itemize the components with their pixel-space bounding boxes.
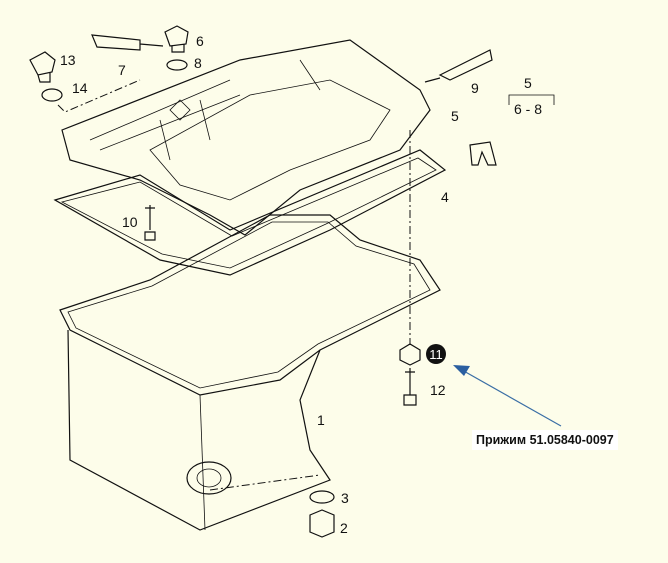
callout-2: 2 xyxy=(340,520,348,536)
callout-3: 3 xyxy=(341,490,349,506)
gasket xyxy=(53,149,447,276)
callout-5-range: 6 - 8 xyxy=(514,101,542,117)
plug-6 xyxy=(164,25,189,53)
callout-7: 7 xyxy=(118,62,126,78)
washer-8 xyxy=(166,59,188,71)
bolt-10 xyxy=(144,205,156,241)
callout-8: 8 xyxy=(194,55,202,71)
lower-oil-pan xyxy=(59,214,441,531)
sealant-tube-9 xyxy=(424,49,493,83)
clamp-11 xyxy=(399,343,421,366)
callout-5: 5 xyxy=(451,108,459,124)
callout-12: 12 xyxy=(430,382,446,398)
callout-10: 10 xyxy=(122,214,138,230)
drain-plug-2 xyxy=(309,509,335,538)
callout-11: 11 xyxy=(429,347,443,362)
washer-14 xyxy=(41,88,63,102)
sealant-tube-7 xyxy=(91,34,164,51)
range-bracket xyxy=(508,94,555,105)
callout-9: 9 xyxy=(471,80,479,96)
plug-13 xyxy=(29,51,56,83)
bolt-12 xyxy=(403,368,417,406)
upper-oil-pan-frame xyxy=(61,39,431,236)
callout-14: 14 xyxy=(72,80,88,96)
part-caption: Прижим 51.05840-0097 xyxy=(472,430,618,450)
callout-6: 6 xyxy=(196,33,204,49)
callout-13: 13 xyxy=(60,52,76,68)
callout-4: 4 xyxy=(441,189,449,205)
clip-4 xyxy=(469,141,497,166)
washer-3 xyxy=(309,490,335,504)
callout-5-group: 5 xyxy=(524,75,532,91)
callout-1: 1 xyxy=(317,412,325,428)
leader-line xyxy=(209,474,321,491)
callout-11-badge xyxy=(426,344,446,364)
leader-line xyxy=(57,79,141,113)
pointer-arrow xyxy=(453,365,562,427)
